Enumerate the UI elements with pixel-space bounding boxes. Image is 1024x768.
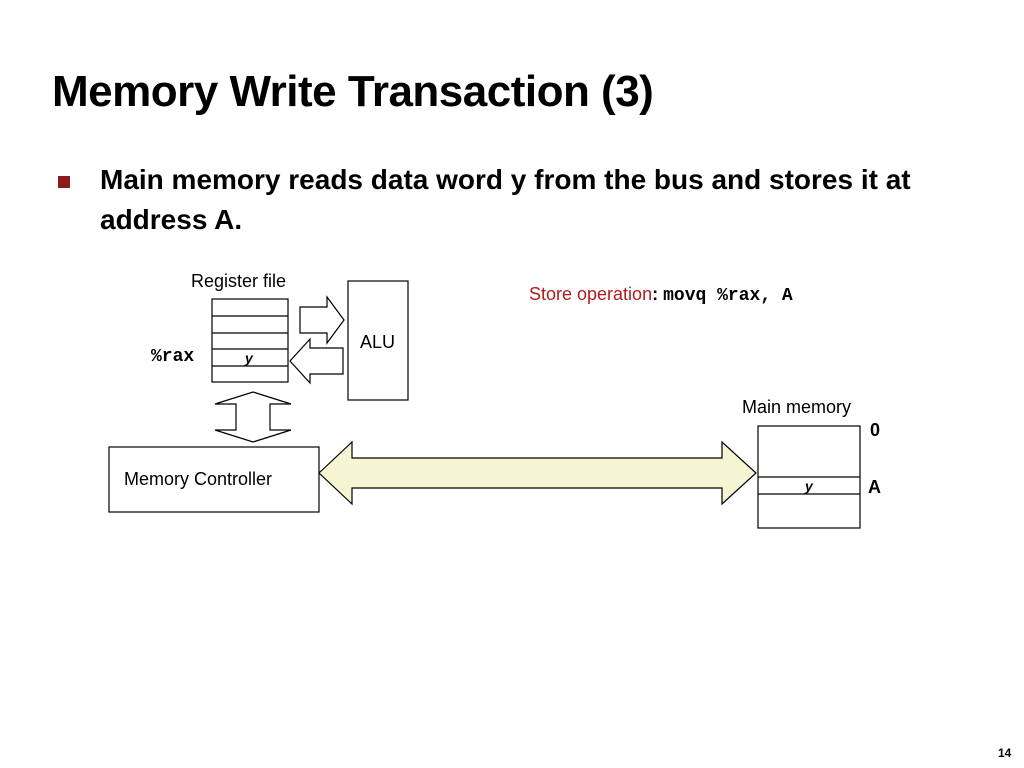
bus-arrow	[318, 440, 757, 506]
memory-controller-box	[108, 446, 320, 513]
address-a: A	[868, 477, 881, 497]
main-memory-label: Main memory	[742, 397, 852, 417]
bullet-square-icon	[58, 176, 70, 188]
alu-box	[347, 280, 409, 401]
register-name: %rax	[151, 347, 195, 367]
store-instruction: movq %rax, A	[663, 286, 793, 306]
register-value: y	[245, 350, 253, 366]
register-file-label: Register file	[191, 271, 287, 291]
main-memory	[757, 425, 861, 529]
arrow-from-alu	[289, 337, 344, 385]
register-file	[211, 298, 289, 383]
bullet-text: Main memory reads data word y from the b…	[100, 164, 911, 235]
memory-controller-label: Memory Controller	[124, 469, 273, 489]
arrow-to-alu	[299, 295, 345, 345]
memory-cell-value: y	[805, 478, 813, 494]
alu-label: ALU	[360, 332, 396, 352]
vertical-double-arrow	[214, 391, 292, 443]
page-title: Memory Write Transaction (3)	[52, 67, 654, 116]
store-operation-label: Store operation	[529, 284, 653, 304]
store-operation-colon: :	[652, 284, 659, 304]
address-zero: 0	[870, 420, 881, 440]
store-operation: Store operation: movq %rax, A	[529, 284, 793, 306]
page-number: 14	[998, 746, 1012, 760]
